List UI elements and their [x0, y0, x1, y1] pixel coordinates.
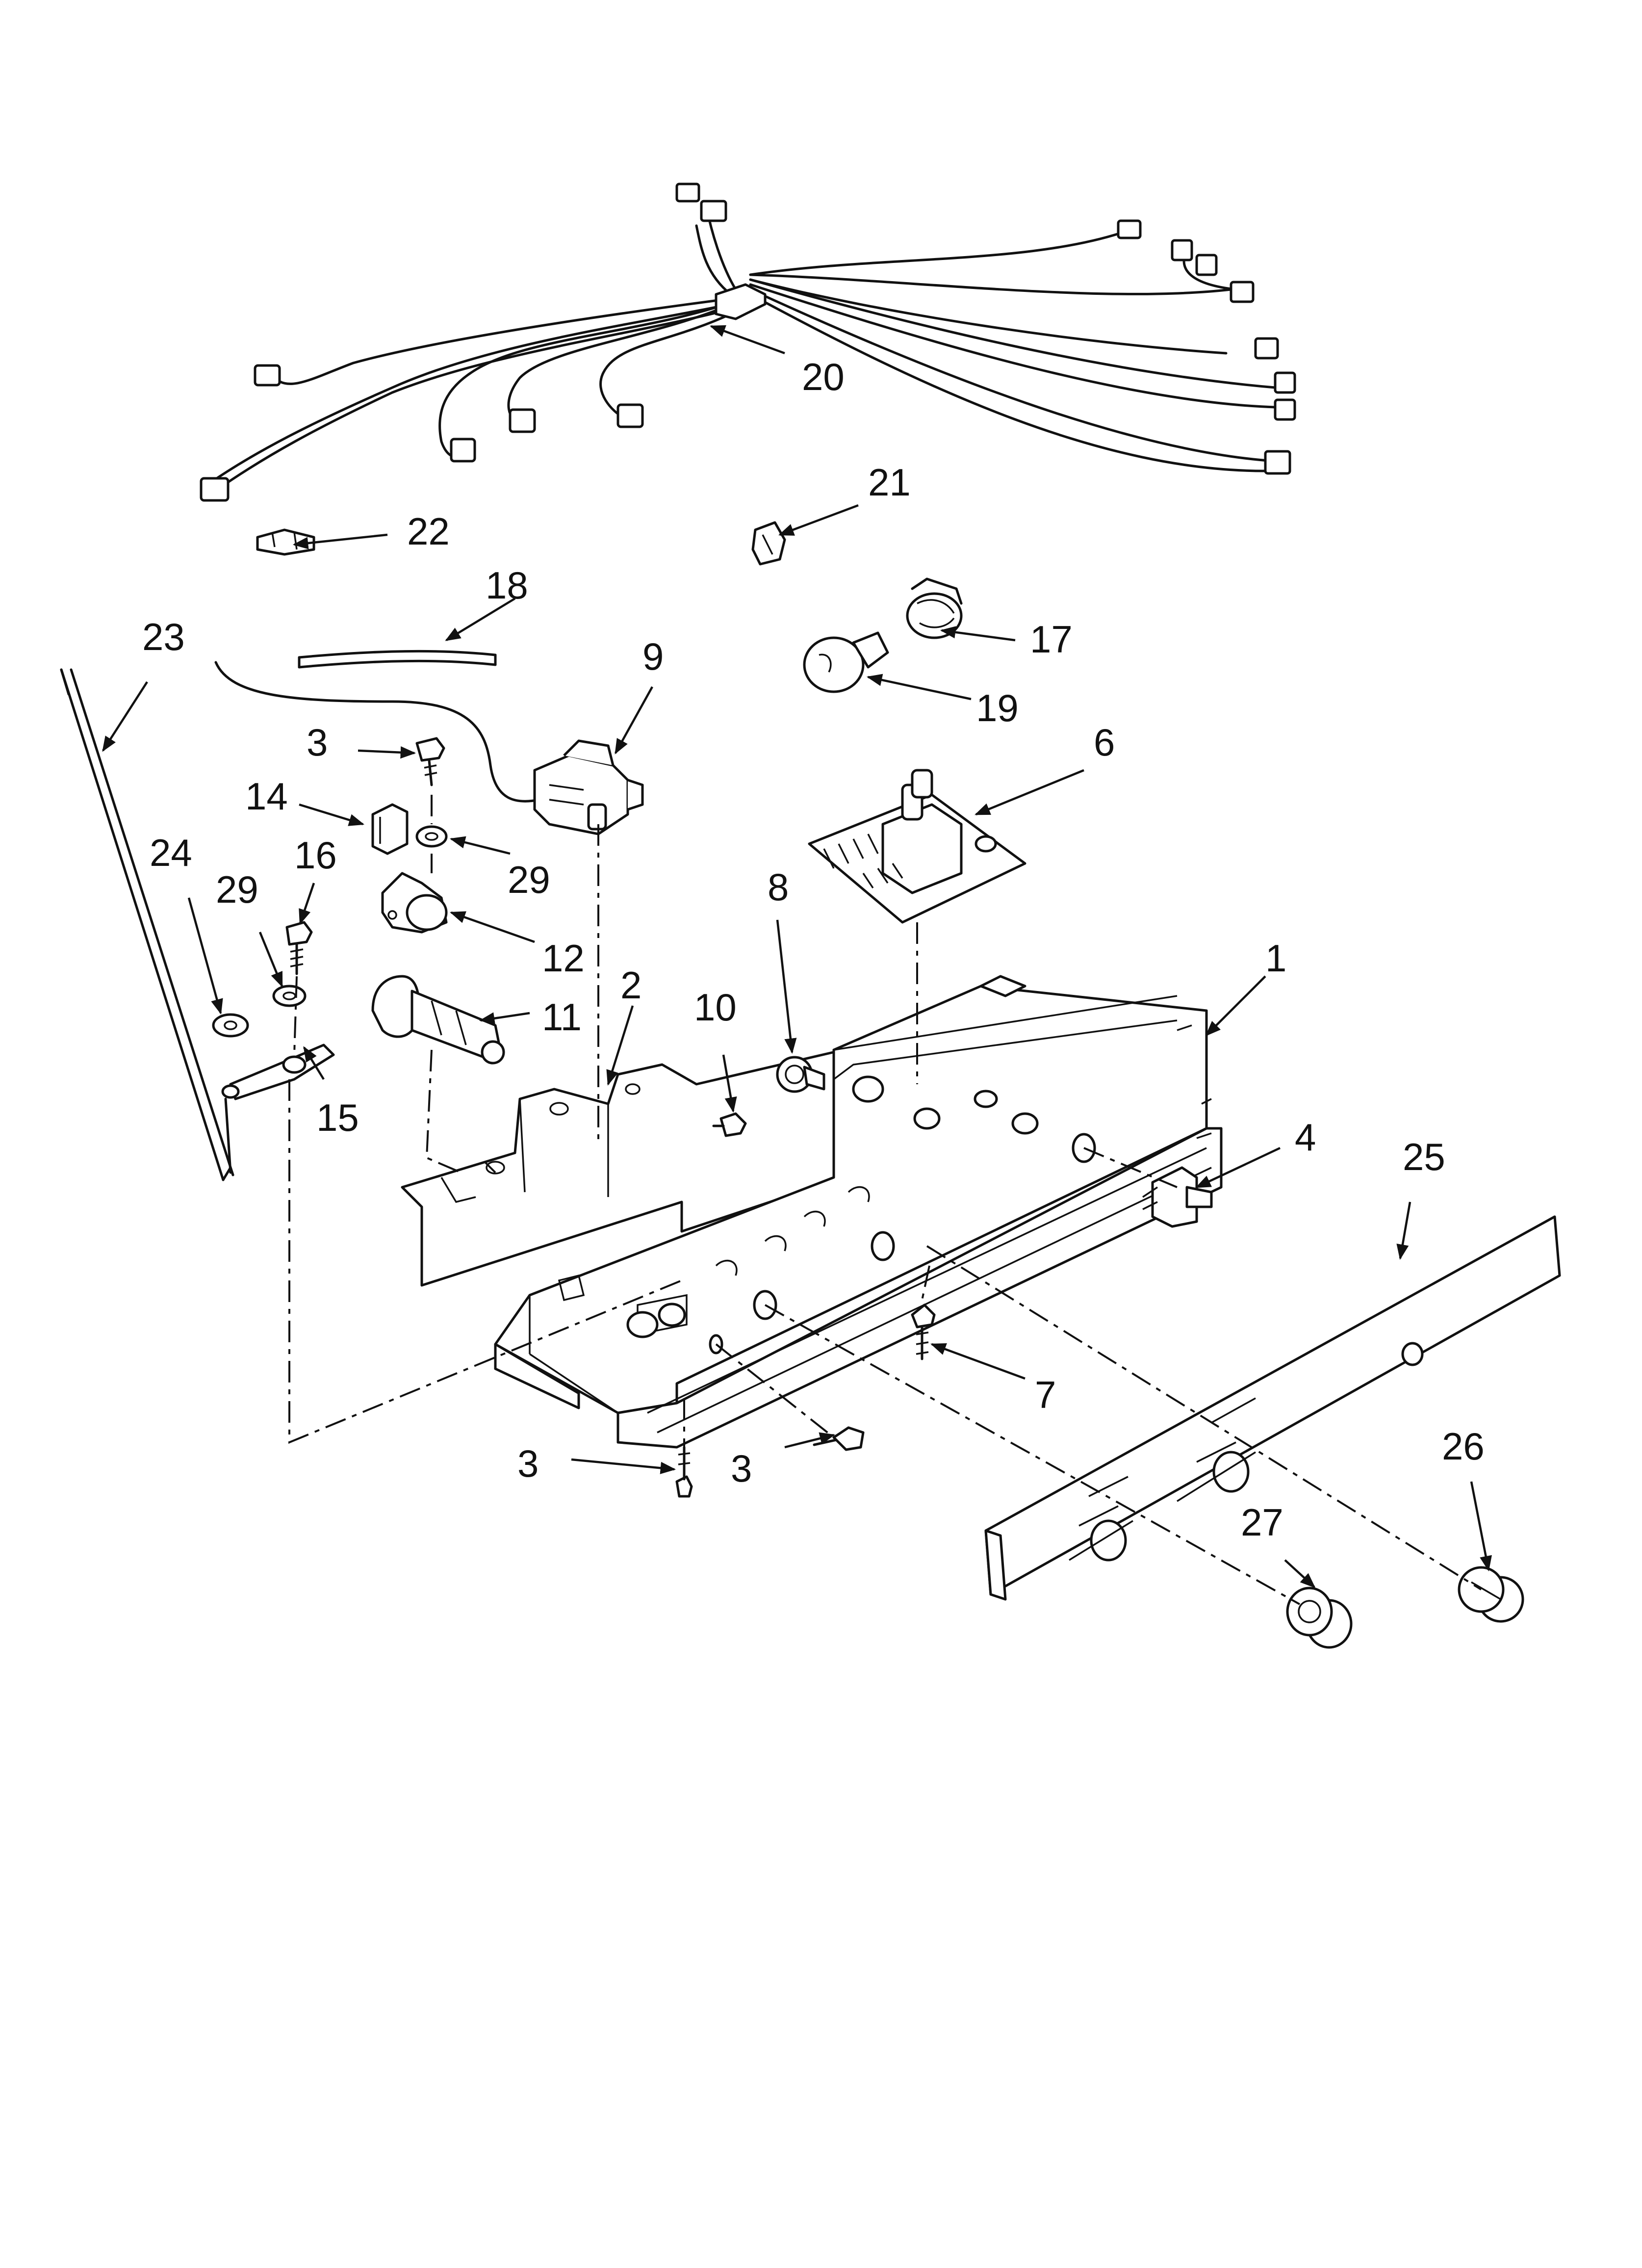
callout-23: 23	[142, 615, 185, 658]
callout-6: 6	[1094, 721, 1115, 764]
callout-4: 4	[1295, 1116, 1316, 1159]
callout-19: 19	[976, 686, 1019, 730]
harness-clip	[751, 521, 786, 566]
callout-27: 27	[1241, 1501, 1283, 1544]
callout-12: 12	[542, 937, 585, 980]
callout-labels: 20 21 22 18 23 17 19 9 3 6 14 29 24 16 2…	[142, 355, 1485, 1544]
callout-3-upper: 3	[307, 721, 328, 764]
callout-15: 15	[316, 1096, 359, 1139]
callout-20: 20	[802, 355, 845, 398]
callout-25: 25	[1403, 1135, 1445, 1178]
light-socket	[906, 577, 963, 639]
defrost-timer-switch	[533, 739, 644, 835]
callout-29-right: 29	[508, 858, 550, 901]
callout-17: 17	[1030, 618, 1073, 661]
washer	[415, 825, 448, 848]
light-bulb	[803, 631, 889, 693]
callout-29-left: 29	[216, 868, 258, 911]
wire-harness	[200, 182, 1296, 502]
callout-9: 9	[642, 635, 664, 678]
tubing	[298, 650, 497, 669]
thermostat-mounting-bracket	[381, 872, 448, 934]
control-knob	[1286, 1587, 1353, 1649]
callout-10: 10	[694, 986, 737, 1029]
callout-18: 18	[486, 564, 528, 607]
callout-2: 2	[620, 964, 641, 1007]
callout-leaders	[102, 325, 1492, 1589]
damper-control-rod	[60, 668, 234, 1181]
electronic-control-board	[808, 769, 1026, 924]
wire-retainer-clip	[256, 528, 315, 556]
damper-control-lever	[221, 1043, 335, 1100]
callout-1: 1	[1265, 937, 1286, 980]
control-panel	[984, 1215, 1561, 1601]
grommet	[776, 1056, 825, 1093]
callout-24: 24	[150, 831, 192, 874]
callout-7: 7	[1035, 1373, 1056, 1416]
screw	[415, 737, 445, 786]
callout-26: 26	[1442, 1425, 1485, 1468]
housing-lower-section	[494, 1343, 580, 1409]
assembly-guide-lines	[288, 795, 1482, 1605]
control-knob	[1458, 1566, 1524, 1623]
callout-11: 11	[542, 995, 582, 1039]
washer	[272, 985, 307, 1007]
callout-3-right: 3	[731, 1447, 752, 1490]
callout-14: 14	[245, 775, 288, 818]
screw	[712, 1112, 747, 1137]
screw	[911, 1303, 936, 1360]
callout-22: 22	[407, 510, 450, 553]
callout-8: 8	[768, 865, 789, 909]
control-housing	[494, 975, 1223, 1449]
callout-3-left: 3	[517, 1442, 539, 1485]
callout-16: 16	[294, 834, 337, 877]
washer	[212, 1013, 249, 1038]
callout-21: 21	[868, 461, 911, 504]
screw	[675, 1446, 693, 1498]
thermostat-capillary	[214, 661, 541, 803]
thermostat-bracket-clip	[371, 803, 409, 855]
screw	[285, 921, 313, 975]
